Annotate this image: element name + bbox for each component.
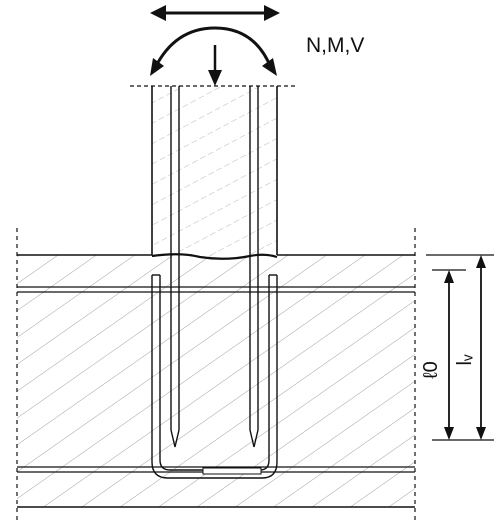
dimension-lines (426, 254, 494, 441)
moment-arrow (153, 26, 273, 69)
u-sleeve (151, 274, 278, 479)
load-label: N,M,V (306, 34, 364, 57)
column (130, 85, 298, 260)
lap-length-label: lᵥ (454, 354, 476, 365)
load-arrows (150, 5, 280, 86)
slab (16, 228, 416, 520)
grout-joint (151, 253, 278, 260)
embed-length-label: ℓ0 (420, 361, 442, 379)
column-dowels (170, 86, 259, 448)
